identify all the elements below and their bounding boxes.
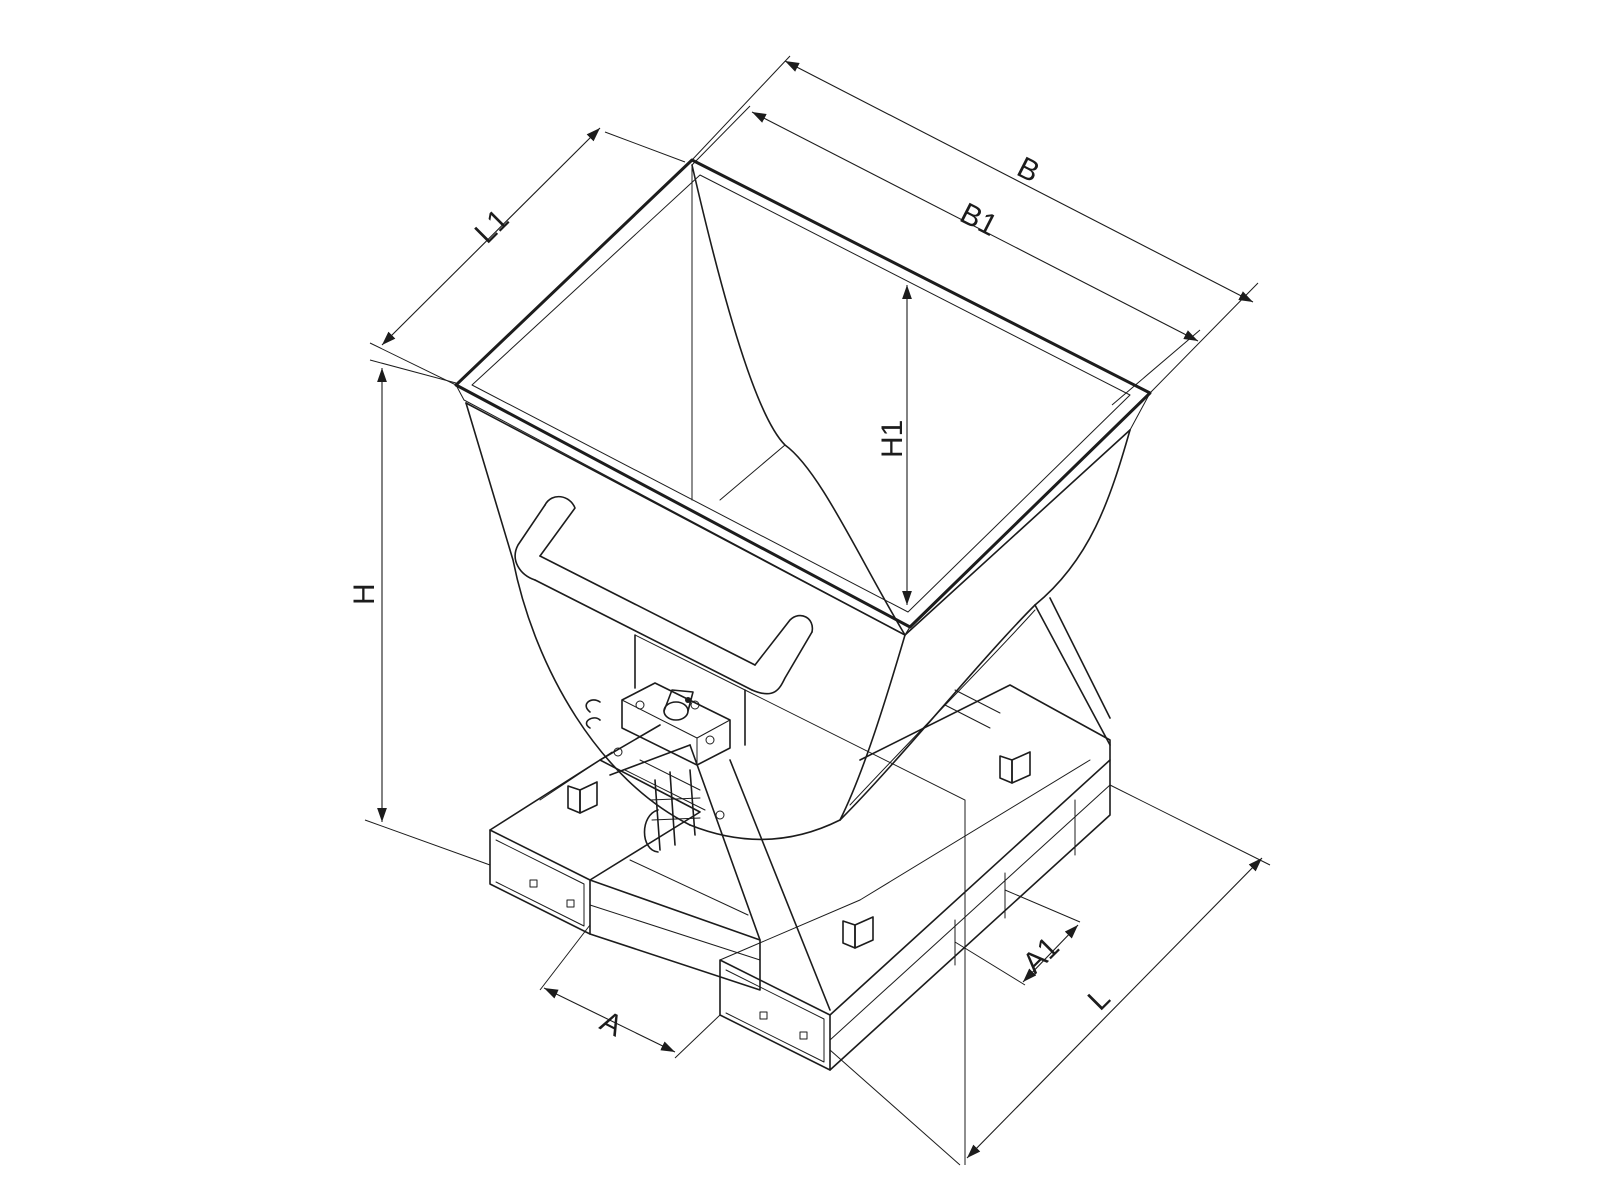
support-arms	[599, 597, 1111, 1011]
dimension-L: L	[966, 857, 1263, 1159]
dimension-B: B	[784, 60, 1254, 303]
dimension-label-H1: H1	[876, 420, 909, 458]
dimension-H1: H1	[876, 285, 912, 605]
dimension-label-B: B	[1012, 151, 1045, 189]
hopper-rim	[454, 158, 1152, 636]
dimension-label-A: A	[595, 1005, 628, 1043]
dimension-A: A	[543, 987, 676, 1053]
dimension-B1: B1	[751, 111, 1199, 342]
extension-lines	[364, 55, 1271, 1166]
dimension-label-H: H	[348, 583, 381, 605]
dimension-A1: A1	[1017, 924, 1079, 983]
tilt-latch	[585, 682, 731, 853]
dimension-L1: L1	[381, 127, 601, 346]
dimension-label-B1: B1	[955, 197, 1003, 243]
hopper-interior	[691, 164, 906, 636]
dimension-label-L1: L1	[469, 203, 516, 250]
dimension-H: H	[348, 368, 387, 822]
handle	[514, 495, 814, 695]
base-frame	[489, 684, 1111, 1071]
dimension-label-A1: A1	[1017, 931, 1066, 980]
